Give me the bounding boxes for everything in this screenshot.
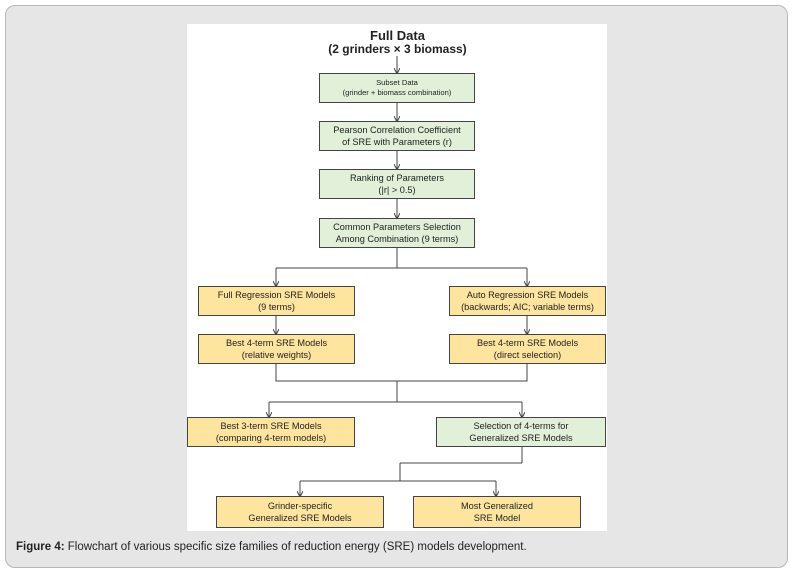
node-grinder-line2: Generalized SRE Models (248, 513, 352, 523)
node-best4-dir-line1: Best 4-term SRE Models (476, 338, 579, 348)
node-ranking-line2: (|r| > 0.5) (378, 185, 416, 195)
merge-bar (275, 364, 528, 382)
node-pearson: Pearson Correlation Coefficient of SRE w… (319, 121, 475, 151)
node-ranking-line1: Ranking of Parameters (350, 173, 444, 183)
caption-label: Figure 4: (16, 541, 65, 553)
node-sel4-line1: Selection of 4-terms for (473, 421, 569, 431)
node-auto-reg-line1: Auto Regression SRE Models (466, 290, 589, 300)
node-best4-rel-line1: Best 4-term SRE Models (225, 338, 328, 348)
node-full-regression: Full Regression SRE Models (9 terms) (198, 286, 355, 316)
node-subset-line2: (grinder + biomass combination) (342, 88, 452, 97)
node-most-generalized: Most Generalized SRE Model (413, 496, 581, 528)
node-best3-line2: (comparing 4-term models) (215, 433, 327, 443)
diagram-subtitle: (2 grinders × 3 biomass) (328, 42, 467, 56)
node-full-reg-line1: Full Regression SRE Models (217, 290, 336, 300)
node-common-line1: Common Parameters Selection (333, 222, 461, 232)
node-grinder-specific: Grinder-specific Generalized SRE Models (216, 496, 384, 528)
node-sel4-line2: Generalized SRE Models (469, 433, 573, 443)
node-common-line2: Among Combination (9 terms) (335, 234, 459, 244)
node-selection-4-terms: Selection of 4-terms for Generalized SRE… (436, 417, 606, 447)
node-ranking: Ranking of Parameters (|r| > 0.5) (319, 169, 475, 199)
node-grinder-line1: Grinder-specific (267, 501, 333, 511)
node-full-reg-line2: (9 terms) (258, 302, 295, 312)
diagram-title: Full Data (370, 28, 425, 43)
node-pearson-line1: Pearson Correlation Coefficient (333, 125, 461, 135)
node-subset-data: Subset Data (grinder + biomass combinati… (319, 73, 475, 103)
node-best4-direct: Best 4-term SRE Models (direct selection… (449, 334, 606, 364)
node-pearson-line2: of SRE with Parameters (r) (342, 137, 452, 147)
node-most-line2: SRE Model (473, 513, 521, 523)
node-best4-rel-line2: (relative weights) (241, 350, 312, 360)
node-most-line1: Most Generalized (460, 501, 533, 511)
node-auto-regression: Auto Regression SRE Models (backwards; A… (449, 286, 606, 316)
node-common-selection: Common Parameters Selection Among Combin… (319, 218, 475, 248)
node-auto-reg-line2: (backwards; AIC; variable terms) (461, 302, 594, 312)
node-subset-line1: Subset Data (376, 78, 418, 87)
figure-caption: Figure 4: Flowchart of various specific … (16, 541, 527, 553)
node-best4-dir-line2: (direct selection) (493, 350, 562, 360)
node-best3-line1: Best 3-term SRE Models (220, 421, 322, 431)
caption-text: Flowchart of various specific size famil… (64, 541, 527, 553)
node-best4-relative: Best 4-term SRE Models (relative weights… (198, 334, 355, 364)
node-best3: Best 3-term SRE Models (comparing 4-term… (187, 417, 355, 447)
